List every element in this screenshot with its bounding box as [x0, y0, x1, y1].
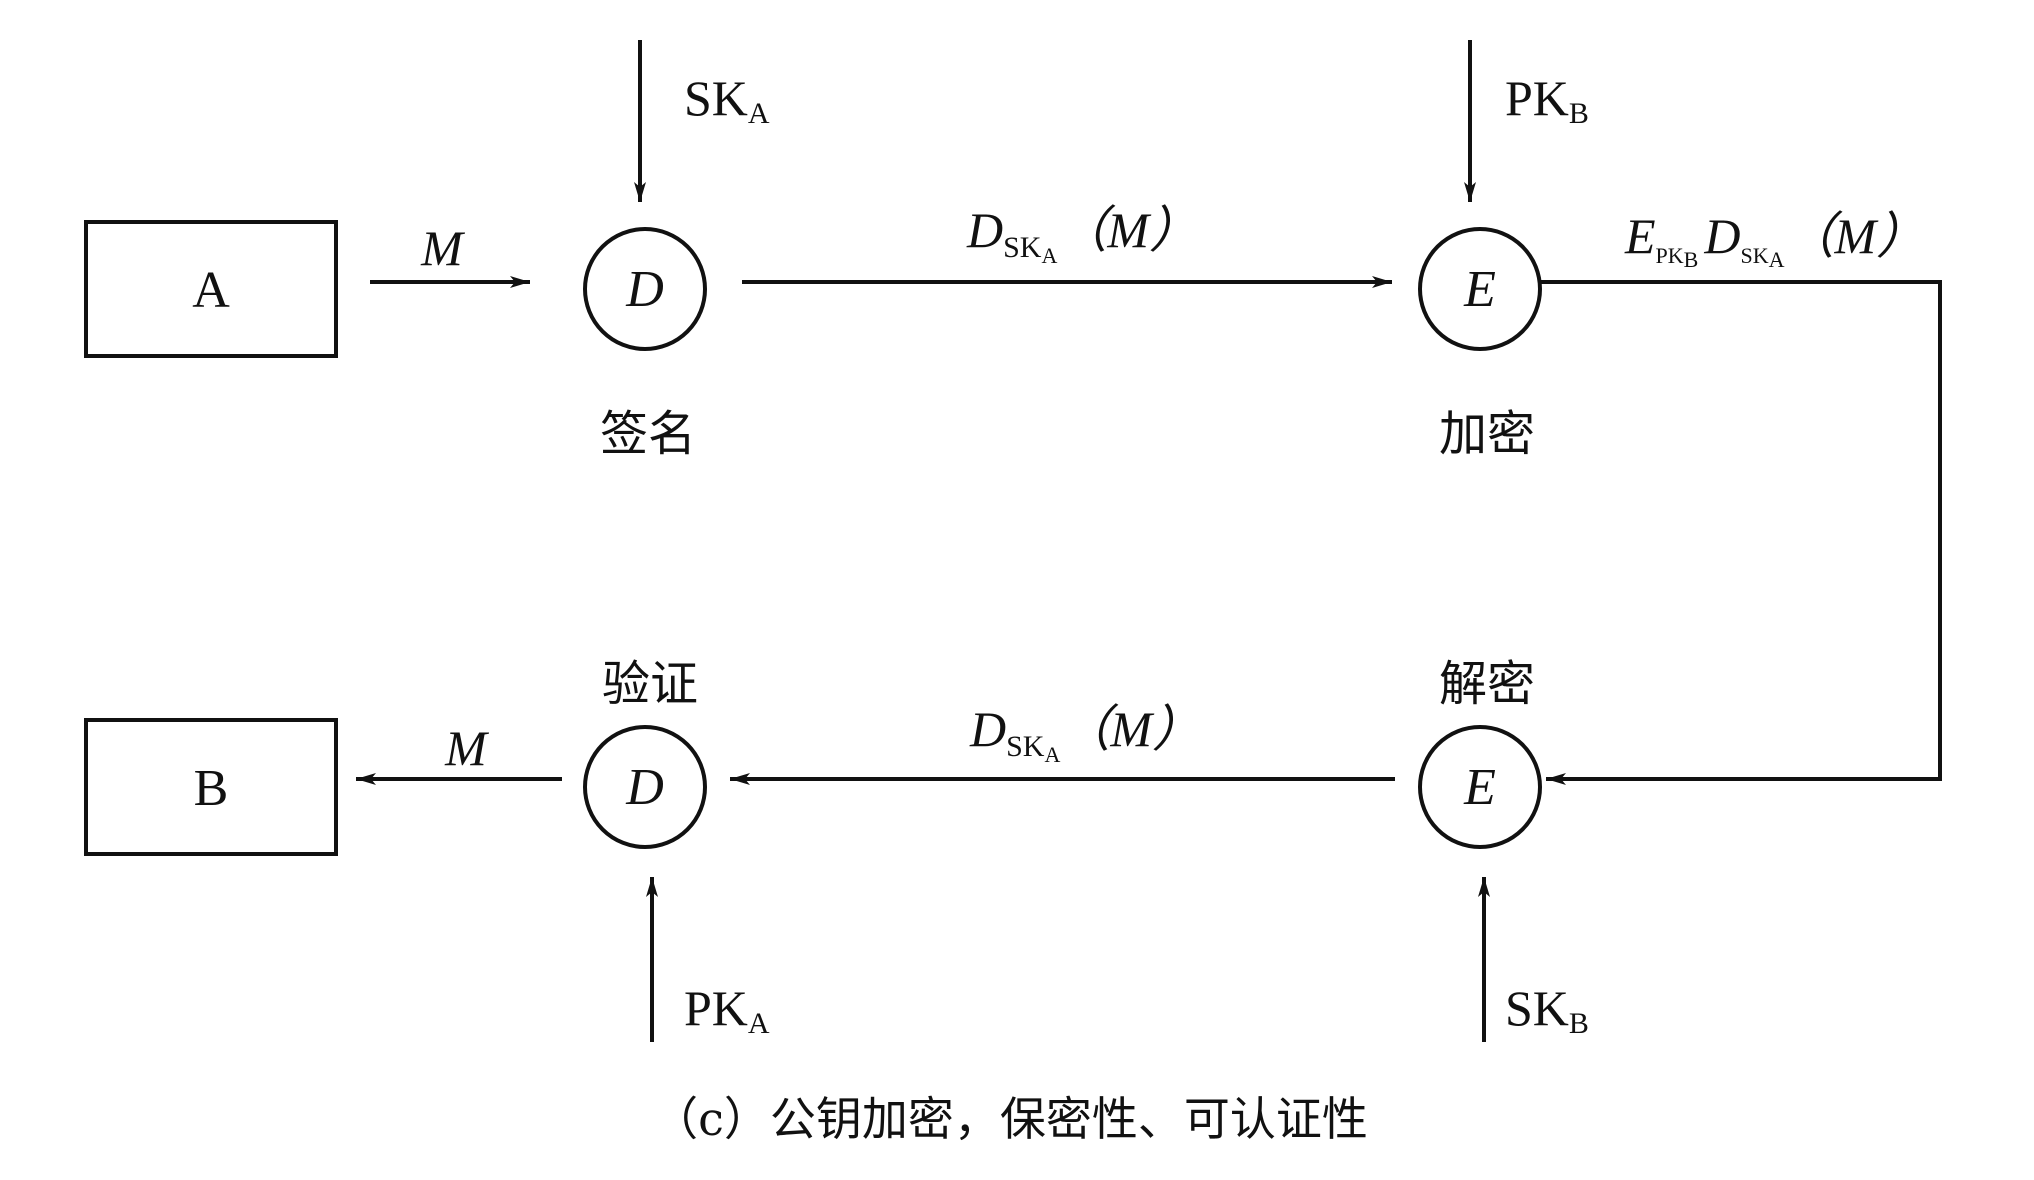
dska-bottom-sk: SK [1006, 730, 1045, 763]
epkb-d: D [1703, 208, 1740, 264]
ska-key-label: SKA [684, 70, 770, 130]
pka-key-label: PKA [684, 980, 770, 1040]
arrow-encrypt-to-decrypt [1540, 280, 1942, 785]
box-b [84, 718, 338, 856]
pka-base: PK [684, 980, 748, 1036]
dska-top-sk: SK [1003, 231, 1042, 264]
decrypt-node-symbol: E [1463, 759, 1496, 816]
pkb-key-label: PKB [1505, 70, 1589, 130]
decrypt-node-label: 解密 [1439, 656, 1535, 712]
ska-sub: A [748, 97, 770, 130]
epkb-pk: PK [1656, 243, 1684, 268]
ska-base: SK [684, 70, 748, 126]
sign-node [583, 227, 707, 351]
m-out-label: M [444, 720, 489, 776]
box-a [84, 220, 338, 358]
pkb-sub: B [1569, 97, 1589, 130]
m-in-label: M [420, 220, 465, 276]
epkb-b: B [1684, 247, 1699, 272]
figure-caption: （c）公钥加密，保密性、可认证性 [652, 1092, 1368, 1146]
dska-bottom-m: （M） [1060, 701, 1202, 757]
epkb-a: A [1769, 247, 1785, 272]
skb-key-label: SKB [1505, 980, 1589, 1040]
encrypt-node [1418, 227, 1542, 351]
dska-bottom-d: D [969, 701, 1006, 757]
dska-top-d: D [966, 202, 1003, 258]
epkb-e: E [1624, 208, 1656, 264]
skb-sub: B [1569, 1007, 1589, 1040]
box-b-label: B [194, 760, 229, 817]
encrypt-node-label: 加密 [1439, 406, 1535, 462]
verify-node-symbol: D [625, 759, 664, 816]
dska-top-m: （M） [1057, 202, 1199, 258]
sign-node-label: 签名 [600, 406, 696, 462]
dska-top-a: A [1041, 243, 1057, 268]
verify-node-label: 验证 [602, 656, 698, 712]
dska-bottom-a: A [1044, 742, 1060, 767]
pkb-base: PK [1505, 70, 1569, 126]
skb-base: SK [1505, 980, 1569, 1036]
epkb-sk: SK [1740, 243, 1768, 268]
encrypt-node-symbol: E [1463, 261, 1496, 318]
sign-node-symbol: D [625, 261, 664, 318]
pka-sub: A [748, 1007, 770, 1040]
box-a-label: A [192, 262, 230, 319]
verify-node [583, 725, 707, 849]
epkb-m: （M） [1784, 208, 1926, 264]
decrypt-node [1418, 725, 1542, 849]
dska-m-bottom-label: DSKA（M） [969, 701, 1202, 767]
dska-m-top-label: DSKA（M） [966, 202, 1199, 268]
